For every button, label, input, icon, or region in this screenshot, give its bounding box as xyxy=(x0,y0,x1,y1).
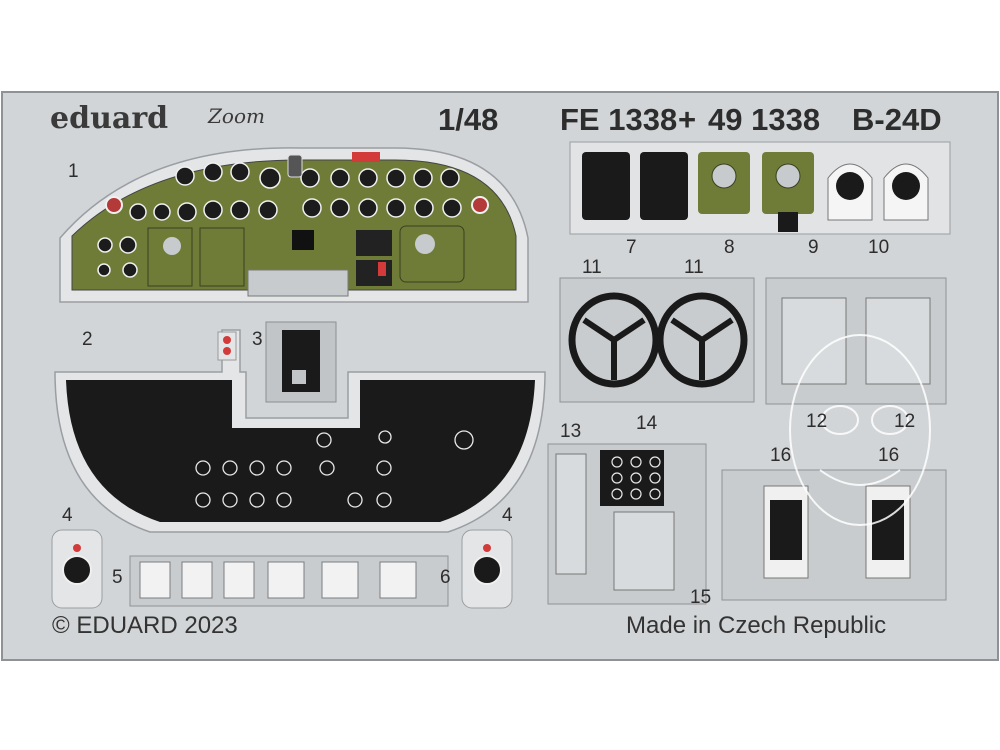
part-number-2: 2 xyxy=(82,329,93,350)
part-number-16-left: 16 xyxy=(770,445,792,466)
zoom-logo: Zoom xyxy=(208,104,265,128)
part-number-15: 15 xyxy=(690,587,712,608)
model-name: B-24D xyxy=(852,102,942,137)
origin-text: Made in Czech Republic xyxy=(626,612,887,639)
copyright-text: © EDUARD 2023 xyxy=(52,612,238,639)
part-number-8: 8 xyxy=(724,237,735,258)
eduard-logo: eduard xyxy=(50,101,169,136)
part-number-6: 6 xyxy=(440,567,451,588)
part-12-boxes xyxy=(765,277,947,405)
part-number-11-left: 11 xyxy=(582,257,602,278)
part-number-9: 9 xyxy=(808,237,819,258)
part-number-10: 10 xyxy=(868,237,890,258)
part-number-14: 14 xyxy=(636,413,658,434)
part-number-7: 7 xyxy=(626,237,637,258)
product-code-fe: FE 1338 xyxy=(560,102,678,137)
product-code-49: 49 1338 xyxy=(708,102,821,137)
eduard-watermark xyxy=(789,334,931,526)
plus-sign: + xyxy=(678,102,697,137)
part-number-16-right: 16 xyxy=(878,445,900,466)
part-number-4-right: 4 xyxy=(502,505,513,526)
part-number-5: 5 xyxy=(112,567,123,588)
part-number-13: 13 xyxy=(560,421,582,442)
parts-7-10-row xyxy=(569,141,951,235)
scale-label: 1/48 xyxy=(438,102,499,137)
part-number-1: 1 xyxy=(68,161,79,182)
lower-panel-dials xyxy=(195,430,474,508)
part-4-right xyxy=(461,529,513,609)
lower-panel-part-2 xyxy=(54,329,546,533)
part-16-boxes xyxy=(721,469,947,601)
parts-13-15 xyxy=(547,443,707,605)
part-number-3: 3 xyxy=(252,329,263,350)
instrument-panel-part-1 xyxy=(59,147,529,303)
part-number-12-left: 12 xyxy=(806,411,828,432)
part-11-control-wheels xyxy=(559,277,755,403)
parts-5-6-strip xyxy=(129,555,449,607)
part-number-12-right: 12 xyxy=(894,411,916,432)
panel-dials xyxy=(97,162,462,278)
part-4-left xyxy=(51,529,103,609)
part-number-4-left: 4 xyxy=(62,505,73,526)
part-3-bracket xyxy=(265,321,337,403)
part-number-11-right: 11 xyxy=(684,257,704,278)
